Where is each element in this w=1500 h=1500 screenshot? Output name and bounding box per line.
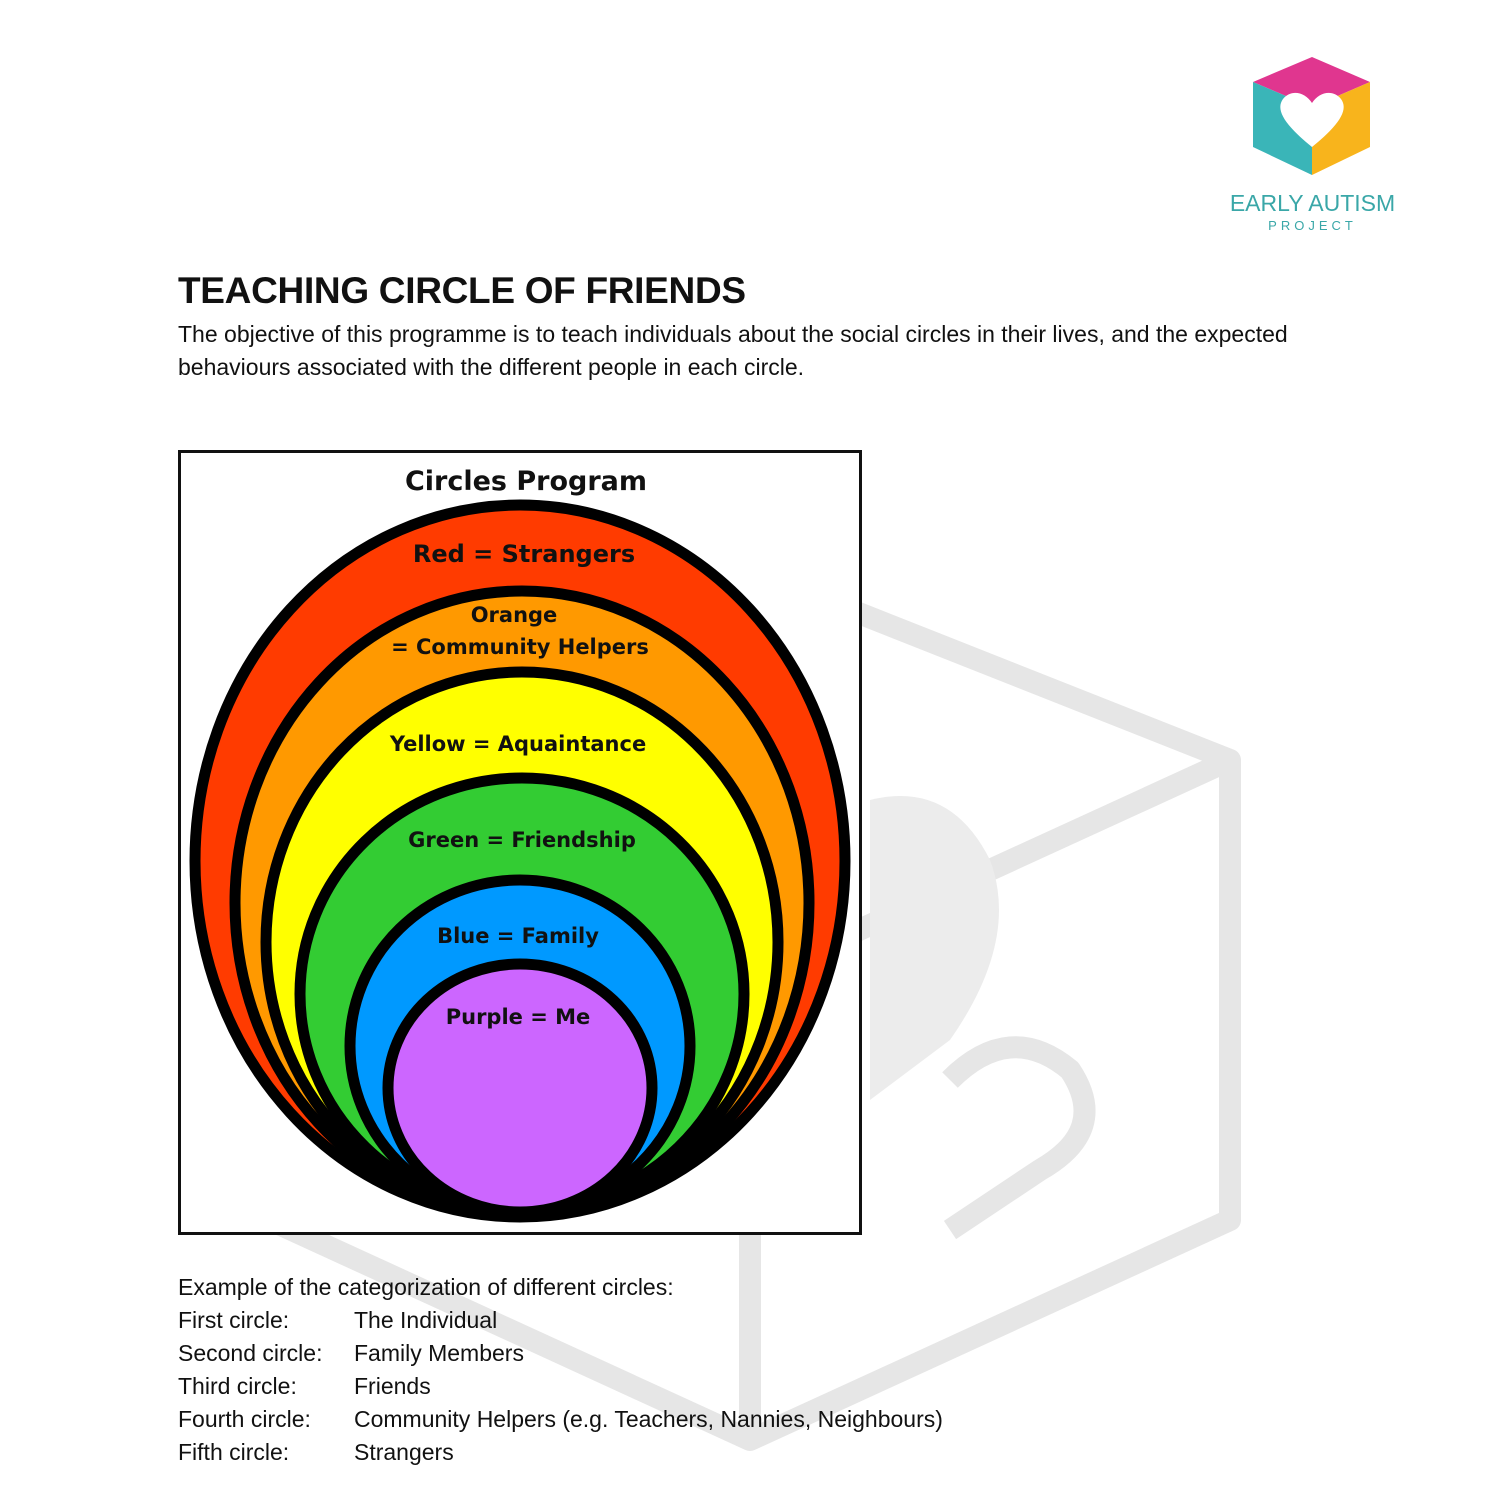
row-value: Strangers: [354, 1439, 454, 1465]
row-key: Fourth circle:: [178, 1406, 311, 1432]
label-purple: Purple = Me: [446, 1005, 591, 1029]
label-orange: Orange: [471, 603, 558, 627]
label-yellow: Yellow = Aquaintance: [389, 732, 646, 756]
logo-name: EARLY AUTISM: [1229, 190, 1396, 216]
intro-paragraph: The objective of this programme is to te…: [178, 321, 1288, 380]
row-value: Family Members: [354, 1340, 524, 1366]
row-key: Fifth circle:: [178, 1439, 290, 1465]
circle-purple: [382, 958, 658, 1218]
row-value: Community Helpers (e.g. Teachers, Nannie…: [354, 1406, 943, 1432]
categorization-heading: Example of the categorization of differe…: [178, 1274, 674, 1300]
diagram-title: Circles Program: [405, 466, 647, 497]
label-blue: Blue = Family: [437, 924, 599, 948]
logo-subtitle: PROJECT: [1268, 218, 1357, 233]
early-autism-project-logo: EARLY AUTISM PROJECT: [1215, 55, 1410, 233]
label-orange-2: = Community Helpers: [391, 635, 649, 659]
row-key: Second circle:: [178, 1340, 323, 1366]
circles-program-diagram: Circles Program Red = Strangers Orange =…: [178, 450, 862, 1235]
row-key: First circle:: [178, 1307, 290, 1333]
puzzle-heart-hexagon-icon: [1253, 57, 1370, 175]
row-value: Friends: [354, 1373, 431, 1399]
label-green: Green = Friendship: [408, 828, 636, 852]
categorization-list: Example of the categorization of differe…: [178, 1271, 943, 1469]
list-item: Fifth circle: Strangers: [178, 1436, 943, 1469]
list-item: First circle: The Individual: [178, 1304, 943, 1337]
page-title: TEACHING CIRCLE OF FRIENDS: [178, 270, 746, 311]
row-value: The Individual: [354, 1307, 498, 1333]
list-item: Third circle: Friends: [178, 1370, 943, 1403]
list-item: Second circle: Family Members: [178, 1337, 943, 1370]
row-key: Third circle:: [178, 1373, 297, 1399]
list-item: Fourth circle: Community Helpers (e.g. Te…: [178, 1403, 943, 1436]
label-red: Red = Strangers: [413, 540, 635, 568]
